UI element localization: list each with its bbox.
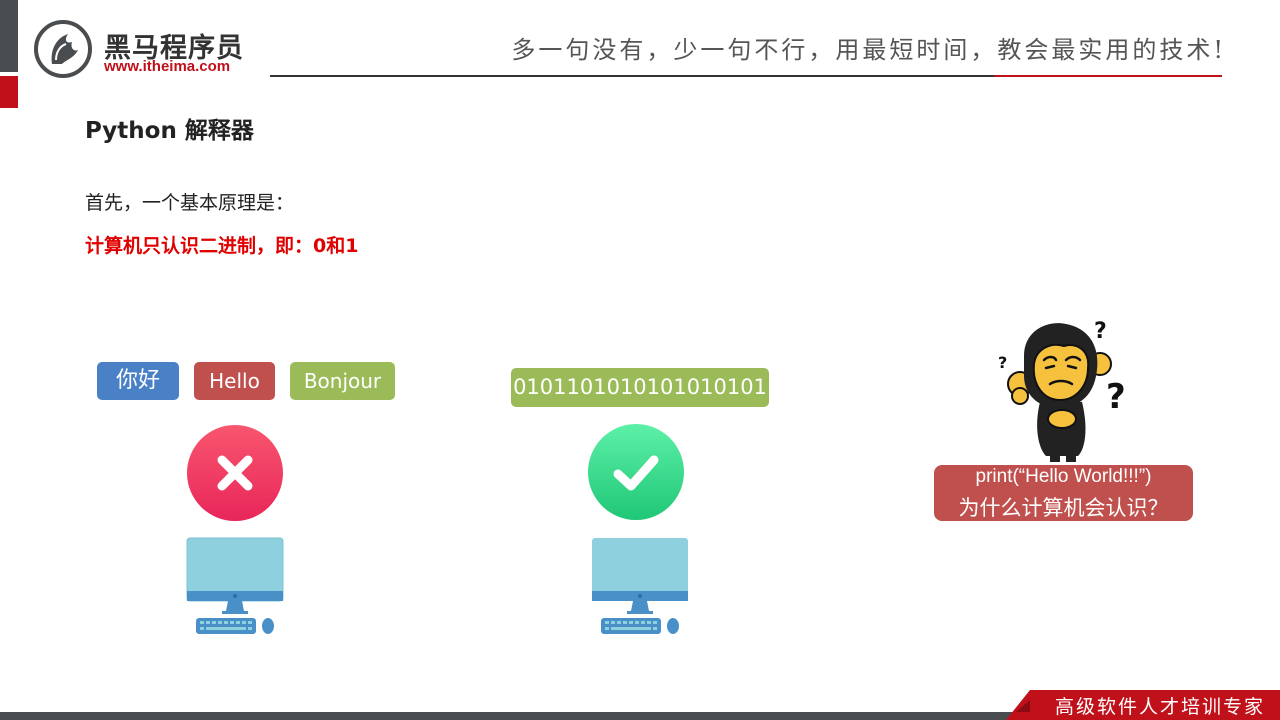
header-divider <box>270 75 1222 77</box>
slogan: 多一句没有，少一句不行，用最短时间，教会最实用的技术! <box>511 36 1226 64</box>
question-bubble: print(“Hello World!!!”) 为什么计算机会认识？ <box>934 465 1193 521</box>
word-pill-french: Bonjour <box>290 362 395 400</box>
computer-icon <box>592 538 688 634</box>
footer-bar <box>0 712 1280 720</box>
key-point-text: 计算机只认识二进制，即：0和1 <box>85 235 359 257</box>
confused-mascot-icon: ? ? ? <box>998 319 1126 462</box>
check-icon <box>588 424 684 520</box>
binary-pill: 0101101010101010101 <box>511 368 769 407</box>
itheima-logo-icon <box>34 20 92 78</box>
computer-icon <box>186 537 284 634</box>
footer-tag-background <box>1030 690 1280 720</box>
brand-name: 黑马程序员 <box>104 33 244 64</box>
word-pill-chinese: 你好 <box>97 362 179 400</box>
svg-text:?: ? <box>1094 319 1107 344</box>
brand-url[interactable]: www.itheima.com <box>104 58 231 75</box>
svg-text:?: ? <box>998 353 1007 372</box>
code-snippet: print(“Hello World!!!”) <box>975 466 1152 487</box>
left-accent-red <box>0 76 18 108</box>
footer-accent-shadow <box>1016 700 1030 712</box>
footer-tagline: 高级软件人才培训专家 <box>1054 696 1265 718</box>
left-accent-strip <box>0 0 18 72</box>
slide-title: Python 解释器 <box>85 118 254 144</box>
svg-text:?: ? <box>1106 377 1126 417</box>
x-icon <box>187 425 283 521</box>
header-divider-accent <box>994 75 1222 77</box>
question-text: 为什么计算机会认识？ <box>958 496 1169 520</box>
word-pill-english: Hello <box>194 362 275 400</box>
intro-text: 首先，一个基本原理是： <box>85 192 295 214</box>
